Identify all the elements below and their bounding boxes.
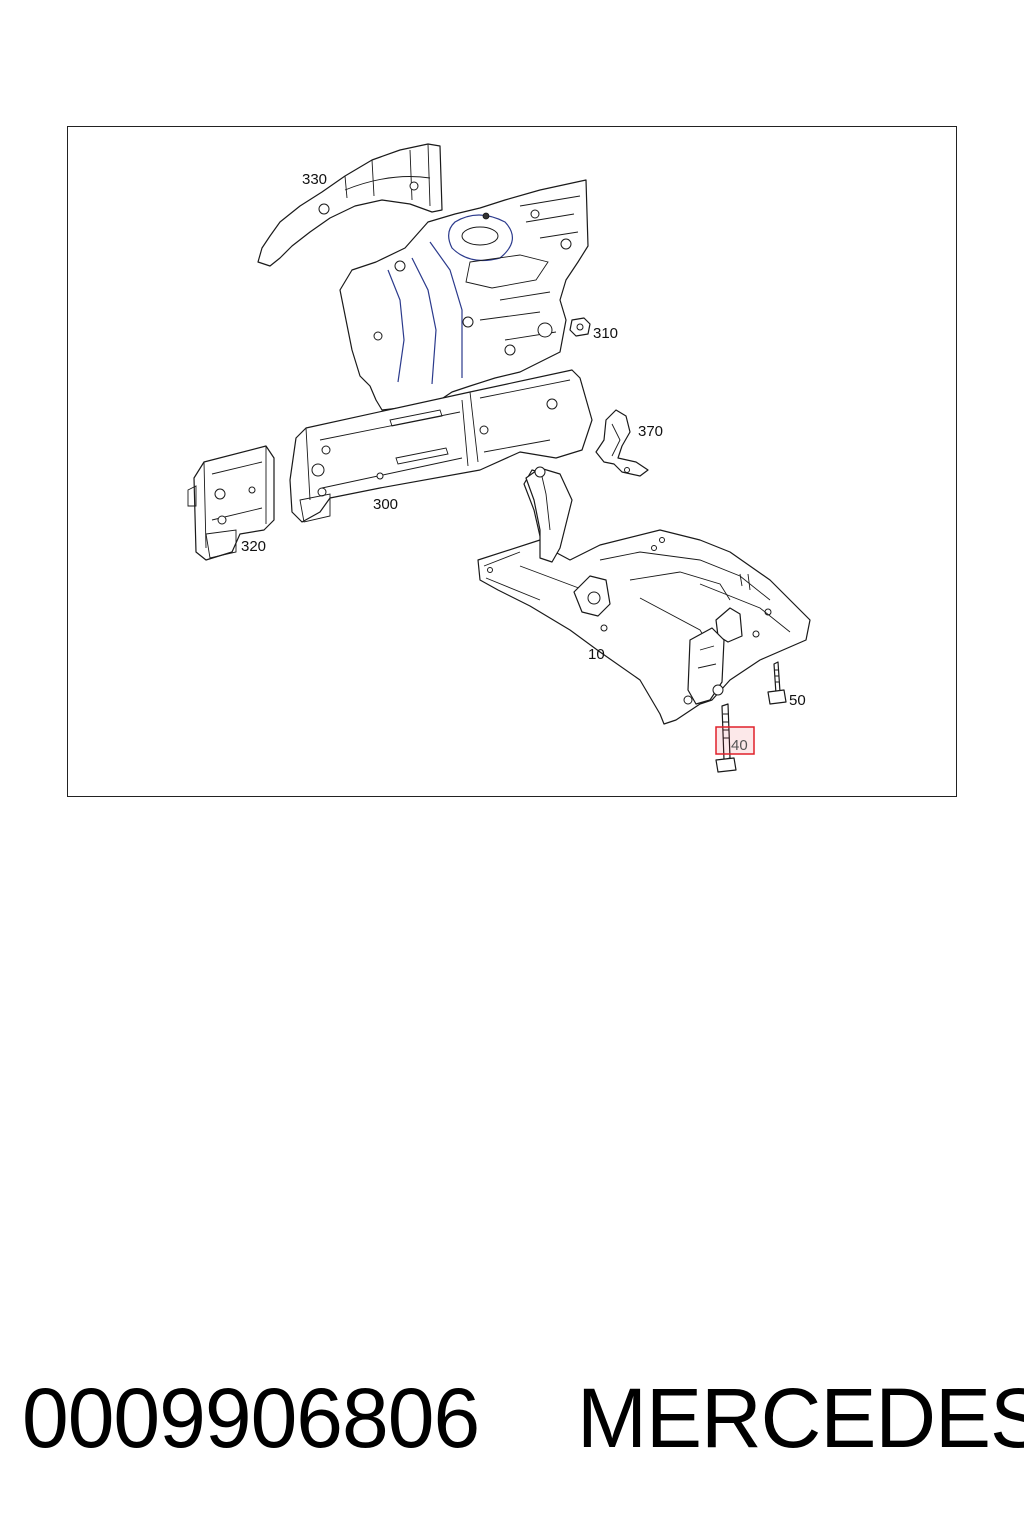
part-number: 0009906806 <box>22 1371 480 1465</box>
callout-40[interactable]: 40 <box>731 737 748 754</box>
callout-310[interactable]: 310 <box>593 325 618 342</box>
callout-330[interactable]: 330 <box>302 171 327 188</box>
part-310-inner-wheelhouse[interactable] <box>339 179 589 411</box>
callout-50[interactable]: 50 <box>789 692 806 709</box>
brand-name: MERCEDES <box>577 1371 1024 1465</box>
parts-diagram: 330 310 370 300 320 10 50 40 <box>187 143 811 773</box>
part-320-bracket[interactable] <box>187 445 275 561</box>
callout-370[interactable]: 370 <box>638 423 663 440</box>
caption-bar: 0009906806 MERCEDES <box>0 1368 1024 1468</box>
diagram-frame <box>67 126 957 797</box>
part-10-axle-carrier[interactable] <box>477 466 811 725</box>
callout-10[interactable]: 10 <box>588 646 605 663</box>
part-50-bolt[interactable] <box>767 661 787 705</box>
part-370-bracket[interactable] <box>595 409 649 477</box>
part-40-bolt[interactable] <box>715 703 737 773</box>
callout-320[interactable]: 320 <box>241 538 266 555</box>
part-310-nut[interactable] <box>569 317 591 337</box>
highlight-box <box>715 726 755 755</box>
part-330-wheelarch-panel[interactable] <box>257 143 443 267</box>
callout-300[interactable]: 300 <box>373 496 398 513</box>
part-300-longitudinal-member[interactable] <box>289 369 593 523</box>
callout-40-highlight[interactable]: 40 <box>715 726 755 755</box>
